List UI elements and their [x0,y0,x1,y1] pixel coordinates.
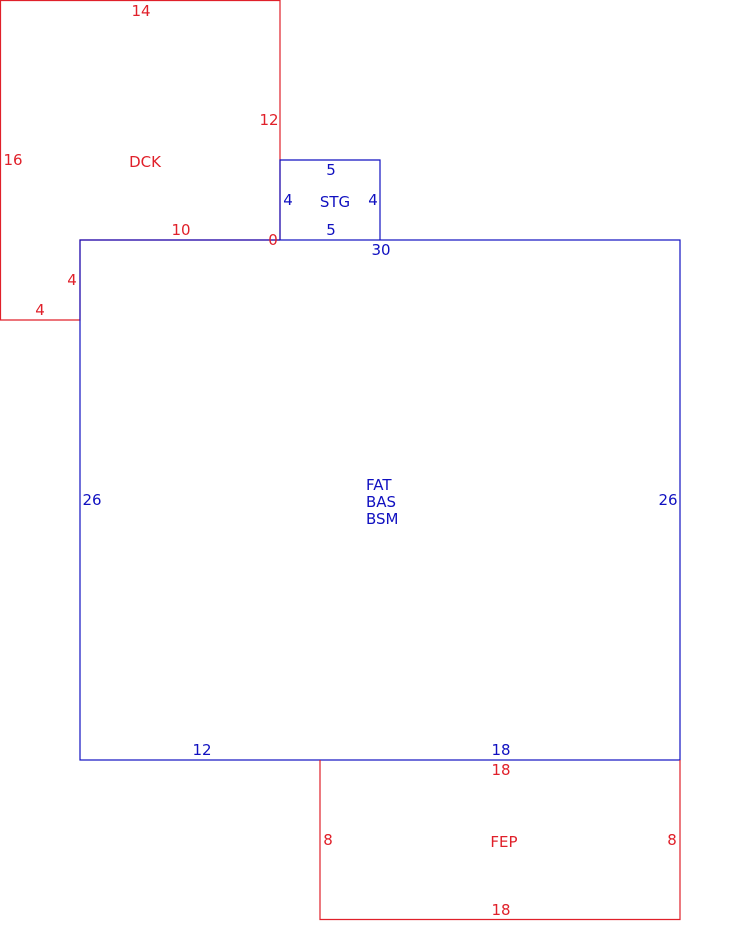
main-dim-right: 26 [658,491,677,509]
fep-dim-right: 8 [667,831,677,849]
main-dim-bottom-left: 12 [192,741,211,759]
main-outline [79,239,681,761]
fep-outline [319,760,681,921]
dck-dim-top: 14 [131,2,150,20]
stg-dim-bottom: 5 [326,221,336,239]
dck-dim-step-bottom: 4 [35,301,45,319]
main-label-bsm: BSM [366,510,399,528]
dck-dim-right: 12 [259,111,278,129]
main-dim-left: 26 [82,491,101,509]
stg-outline [279,159,381,240]
dck-label: DCK [129,153,162,171]
dck-dim-step-side: 4 [67,271,77,289]
fep-dim-left: 8 [323,831,333,849]
main-dim-bottom-right: 18 [491,741,510,759]
main-label-bas: BAS [366,493,396,511]
dck-dim-left: 16 [3,151,22,169]
dck-dim-bottom-inner: 10 [171,221,190,239]
fep-dim-top: 18 [491,761,510,779]
stg-dim-left: 4 [283,191,293,209]
main-label-fat: FAT [366,476,392,494]
stg-dim-right: 4 [368,191,378,209]
main-dim-top: 30 [371,241,390,259]
fep-dim-bottom: 18 [491,901,510,919]
stg-dim-top: 5 [326,161,336,179]
dck-dim-corner: 0 [268,231,278,249]
fep-label: FEP [490,833,517,851]
stg-label: STG [320,193,350,211]
